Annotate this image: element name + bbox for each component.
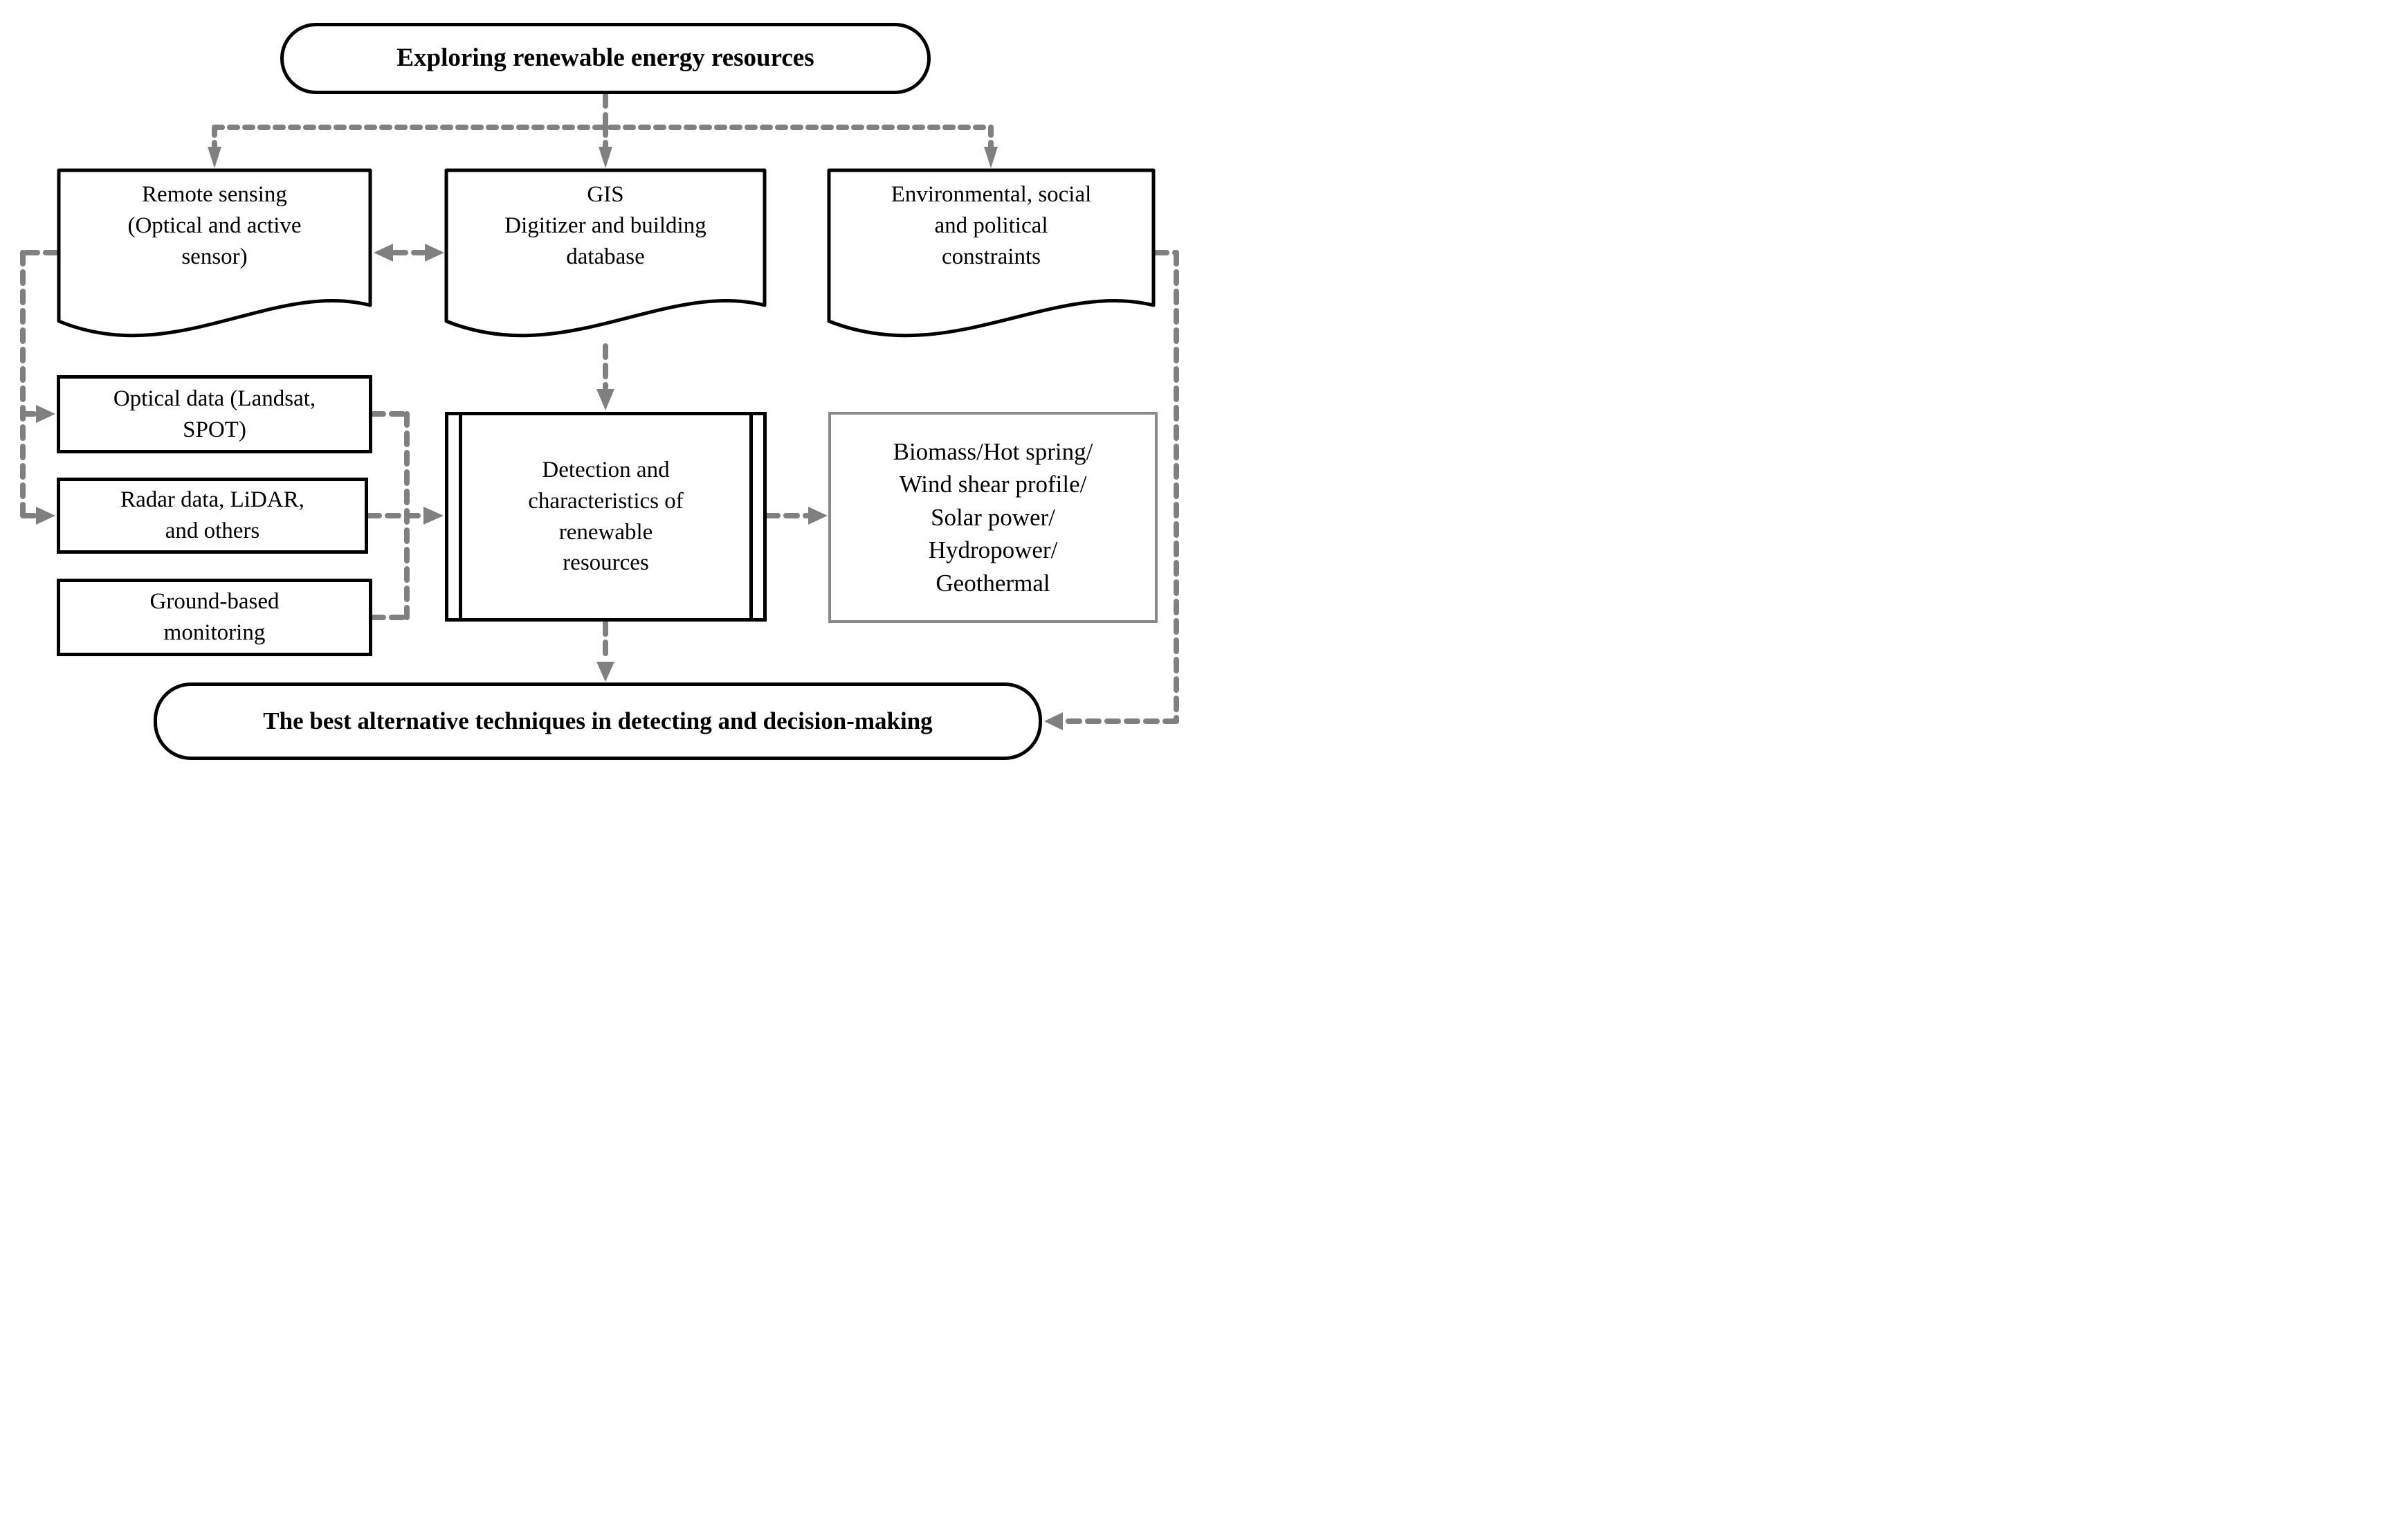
arrowhead-bidir-right <box>425 244 444 262</box>
node-radar-data-label: Radar data, LiDAR, and others <box>120 487 304 543</box>
node-title-label: Exploring renewable energy resources <box>396 44 814 73</box>
node-gis-label: GIS Digitizer and building database <box>504 182 706 269</box>
node-remote-sensing: Remote sensing (Optical and active senso… <box>57 168 372 347</box>
edge-right-rail <box>1061 250 1179 724</box>
arrowhead-remote <box>208 147 221 168</box>
flowchart-canvas: Exploring renewable energy resources Rem… <box>0 0 1204 769</box>
node-radar-data: Radar data, LiDAR, and others <box>57 478 368 554</box>
arrowhead-constraints <box>984 147 998 168</box>
arrowhead-bottom-top <box>596 662 614 682</box>
node-constraints-label: Environmental, social and political cons… <box>891 182 1092 269</box>
node-constraints: Environmental, social and political cons… <box>827 168 1156 347</box>
node-remote-sensing-label: Remote sensing (Optical and active senso… <box>127 182 302 269</box>
arrowhead-optical <box>36 405 55 423</box>
arrowhead-detection-left <box>423 507 444 525</box>
arrowhead-radar <box>36 507 55 525</box>
arrowhead-detection-top <box>596 389 614 410</box>
node-ground-monitoring: Ground-based monitoring <box>57 579 372 656</box>
predefined-process-line-right <box>749 415 753 618</box>
arrowheads <box>36 147 1063 730</box>
document-shape <box>444 168 767 338</box>
node-resources: Biomass/Hot spring/ Wind shear profile/ … <box>828 412 1158 623</box>
node-resources-label: Biomass/Hot spring/ Wind shear profile/ … <box>893 437 1093 597</box>
document-shape <box>57 168 372 338</box>
node-best-alternative: The best alternative techniques in detec… <box>154 682 1042 760</box>
node-detection: Detection and characteristics of renewab… <box>445 412 767 622</box>
arrowhead-resources <box>808 507 828 525</box>
node-best-alternative-label: The best alternative techniques in detec… <box>263 707 933 734</box>
node-optical-data-label: Optical data (Landsat, SPOT) <box>113 386 316 442</box>
predefined-process-line-left <box>459 415 462 618</box>
edge-left-rail <box>20 250 60 518</box>
node-optical-data: Optical data (Landsat, SPOT) <box>57 375 372 453</box>
document-shape <box>827 168 1156 338</box>
node-title: Exploring renewable energy resources <box>280 23 931 94</box>
connectors-layer <box>20 93 1179 730</box>
arrowhead-gis <box>599 147 612 168</box>
node-ground-monitoring-label: Ground-based monitoring <box>149 589 280 645</box>
arrowhead-bidir-left <box>374 244 393 262</box>
node-detection-label: Detection and characteristics of renewab… <box>528 457 684 576</box>
node-gis: GIS Digitizer and building database <box>444 168 767 347</box>
arrowhead-bottom-right <box>1044 712 1063 730</box>
